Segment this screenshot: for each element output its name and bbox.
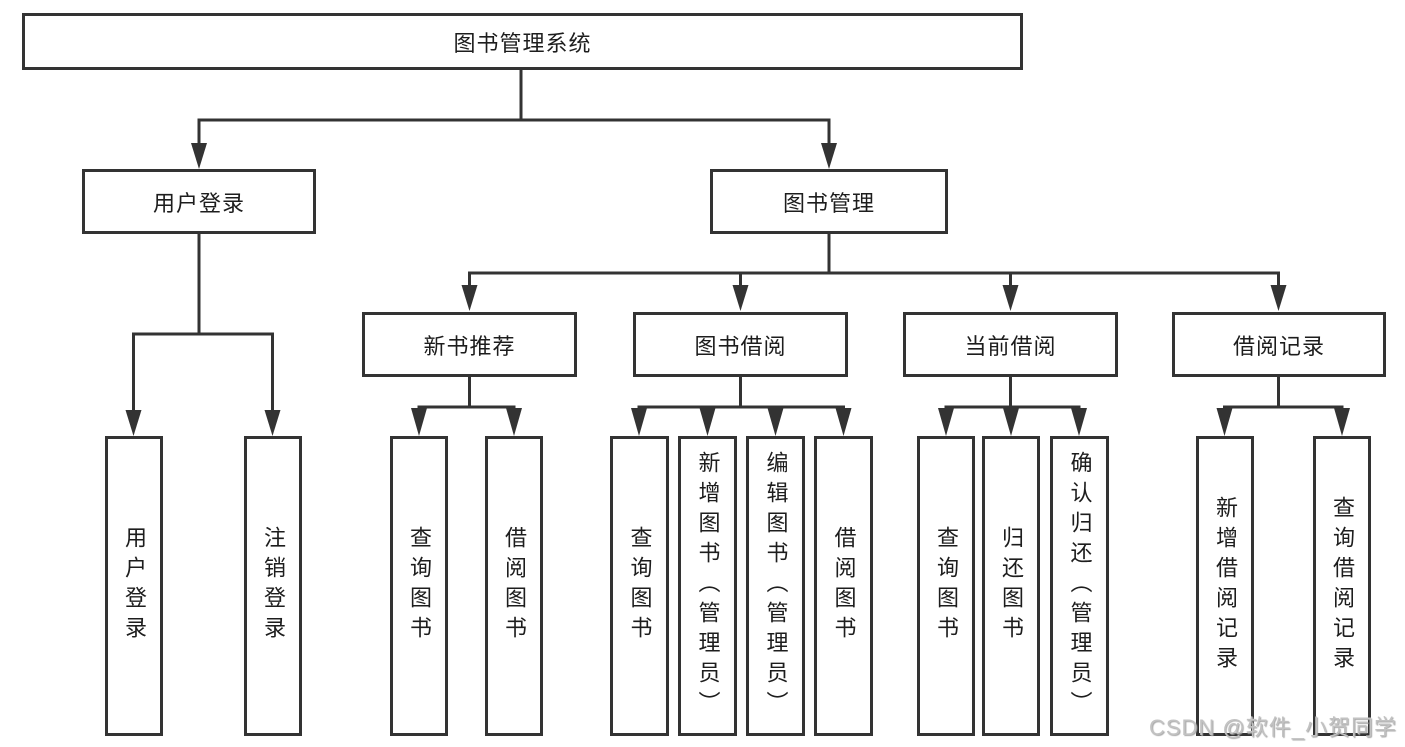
leaf-borrowing-edit-books-admin: 编辑图书（管理员） — [746, 436, 805, 736]
leaf-current-confirm-return-admin: 确认归还（管理员） — [1050, 436, 1109, 736]
node-book-borrowing: 图书借阅 — [633, 312, 848, 377]
leaf-recommend-borrow-books: 借阅图书 — [485, 436, 543, 736]
node-current-borrowing: 当前借阅 — [903, 312, 1118, 377]
node-book-management: 图书管理 — [710, 169, 948, 234]
node-new-book-recommendation: 新书推荐 — [362, 312, 577, 377]
leaf-logout: 注销登录 — [244, 436, 302, 736]
connector-arrowheads — [125, 143, 1350, 436]
node-user-login-group: 用户登录 — [82, 169, 316, 234]
leaf-borrowing-borrow-books: 借阅图书 — [814, 436, 873, 736]
leaf-records-query-record: 查询借阅记录 — [1313, 436, 1371, 736]
leaf-recommend-query-books: 查询图书 — [390, 436, 448, 736]
watermark: CSDN @软件_小贺同学 — [1148, 715, 1397, 740]
leaf-borrowing-query-books: 查询图书 — [610, 436, 669, 736]
leaf-records-add-record: 新增借阅记录 — [1196, 436, 1254, 736]
leaf-borrowing-add-books-admin: 新增图书（管理员） — [678, 436, 737, 736]
connector-strokes — [132, 69, 1344, 413]
leaf-current-return-books: 归还图书 — [982, 436, 1040, 736]
node-system-root: 图书管理系统 — [22, 13, 1023, 70]
node-borrowing-records: 借阅记录 — [1172, 312, 1386, 377]
leaf-user-login: 用户登录 — [105, 436, 163, 736]
leaf-current-query-books: 查询图书 — [917, 436, 975, 736]
